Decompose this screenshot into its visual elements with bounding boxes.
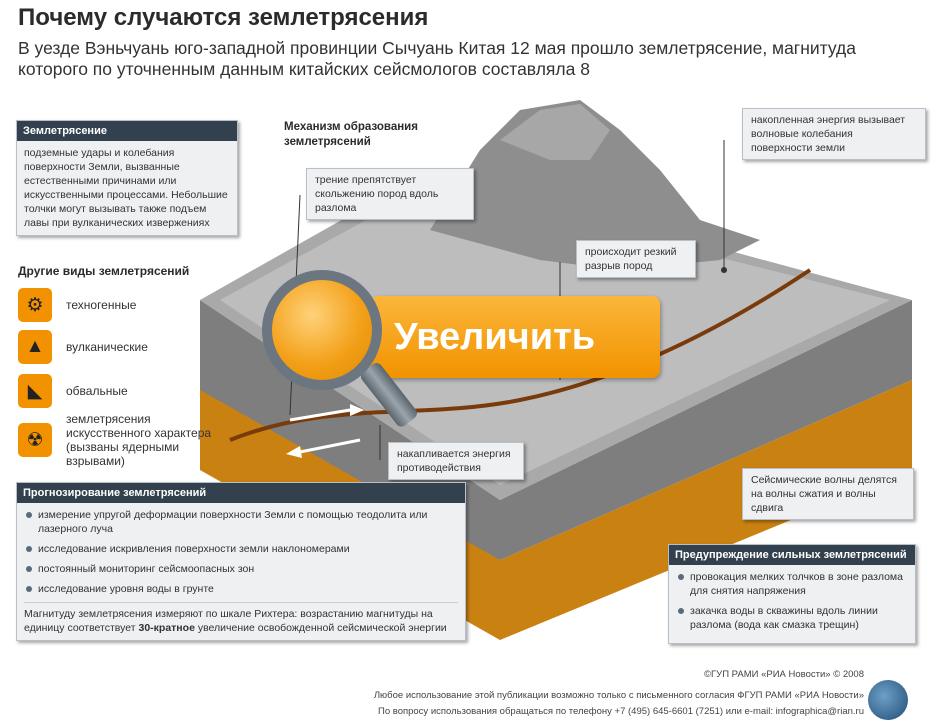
arrow-left bbox=[299, 438, 361, 454]
magnifier-icon[interactable] bbox=[262, 270, 382, 390]
leader-dot bbox=[721, 267, 727, 273]
kind-item-nuclear: ☢ землетрясения искусственного характера… bbox=[18, 412, 238, 468]
forecast-heading: Прогнозирование землетрясений bbox=[17, 483, 465, 503]
prevention-box: Предупреждение сильных землетрясений про… bbox=[668, 544, 916, 644]
fault-line bbox=[229, 268, 812, 442]
definition-text: подземные удары и колебания поверхности … bbox=[24, 147, 228, 229]
kind-label: обвальные bbox=[66, 384, 128, 398]
prevention-heading: Предупреждение сильных землетрясений bbox=[669, 545, 915, 565]
volcano-icon: ▲ bbox=[18, 330, 52, 364]
callout-energy-build: накапливается энергия противодействия bbox=[388, 442, 524, 480]
forecast-item: постоянный мониторинг сейсмоопасных зон bbox=[24, 562, 458, 576]
callout-waves: Сейсмические волны делятся на волны сжат… bbox=[742, 468, 914, 520]
page-title: Почему случаются землетрясения bbox=[18, 4, 429, 31]
kind-label: землетрясения искусственного характера (… bbox=[66, 412, 212, 468]
kind-item-volcanic: ▲ вулканические bbox=[18, 330, 238, 364]
arrow-right bbox=[289, 408, 351, 422]
kind-label: вулканические bbox=[66, 340, 148, 354]
prevention-item: провокация мелких толчков в зоне разлома… bbox=[676, 570, 908, 598]
callout-rupture: происходит резкий разрыв пород bbox=[576, 240, 696, 278]
magnitude-note: Магнитуду землетрясения измеряют по шкал… bbox=[24, 602, 458, 635]
gears-icon: ⚙ bbox=[18, 288, 52, 322]
forecast-item: измерение упругой деформации поверхности… bbox=[24, 508, 458, 536]
footer-line1: Любое использование этой публикации возм… bbox=[373, 690, 864, 701]
ria-logo-icon bbox=[868, 680, 908, 720]
prevention-item: закачка воды в скважины вдоль линии разл… bbox=[676, 604, 908, 632]
zoom-button[interactable]: Увеличить bbox=[370, 296, 660, 378]
forecast-item: исследование искривления поверхности зем… bbox=[24, 542, 458, 556]
arrow-right-head bbox=[350, 404, 364, 416]
earth-layer-middle bbox=[200, 300, 912, 560]
zoom-button-label: Увеличить bbox=[394, 315, 596, 358]
kind-label: техногенные bbox=[66, 298, 137, 312]
radiation-icon: ☢ bbox=[18, 423, 52, 457]
page-subtitle: В уезде Вэньчуань юго-западной провинции… bbox=[18, 38, 856, 79]
callout-energy-out: накопленная энергия вызывает волновые ко… bbox=[742, 108, 926, 160]
landslide-icon: ◣ bbox=[18, 374, 52, 408]
kinds-heading: Другие виды землетрясений bbox=[18, 264, 190, 278]
callout-friction: трение препятствует скольжению пород вдо… bbox=[306, 168, 474, 220]
forecast-item: исследование уровня воды в грунте bbox=[24, 582, 458, 596]
forecast-box: Прогнозирование землетрясений измерение … bbox=[16, 482, 466, 641]
prevention-list: провокация мелких толчков в зоне разлома… bbox=[676, 570, 908, 632]
definition-box: Землетрясение подземные удары и колебани… bbox=[16, 120, 238, 236]
magnitude-note-post: увеличение освобожденной сейсмической эн… bbox=[194, 622, 447, 634]
forecast-list: измерение упругой деформации поверхности… bbox=[24, 508, 458, 596]
mountain-top bbox=[500, 104, 610, 160]
footer-line2: По вопросу использования обращаться по т… bbox=[378, 706, 864, 717]
definition-heading: Землетрясение bbox=[17, 121, 237, 141]
magnitude-note-bold: 30-кратное bbox=[138, 622, 195, 634]
magnitude-note-pre: Магнитуду землетрясения измеряют по шкал… bbox=[24, 608, 433, 634]
mechanism-title: Механизм образования землетрясений bbox=[284, 121, 418, 148]
footer-copyright: ©ГУП РАМИ «РИА Новости» © 2008 bbox=[704, 669, 864, 680]
arrow-left-head bbox=[286, 446, 302, 458]
kind-item-technogenic: ⚙ техногенные bbox=[18, 288, 238, 322]
kind-item-landslide: ◣ обвальные bbox=[18, 374, 238, 408]
